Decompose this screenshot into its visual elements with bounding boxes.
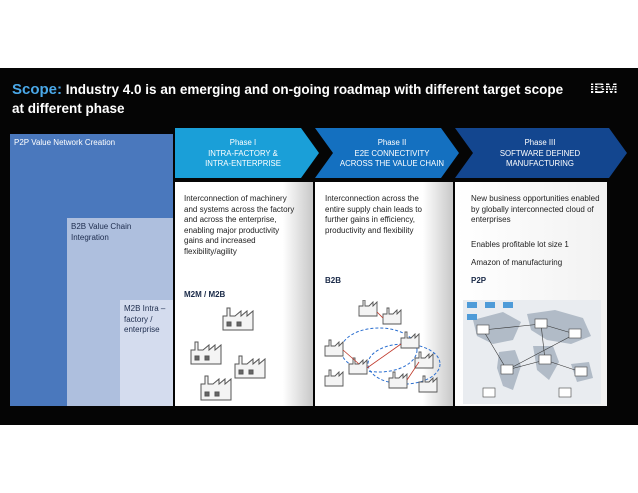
- phase-3-amazon: Amazon of manufacturing: [471, 258, 563, 267]
- global-network-icon: [463, 300, 601, 404]
- factory-icon: [358, 300, 378, 317]
- title-text: Industry 4.0 is an emerging and on-going…: [12, 82, 564, 116]
- ibm-logo: IBM: [590, 80, 632, 96]
- phase-2-line2: ACROSS THE VALUE CHAIN: [339, 159, 445, 168]
- phase-3-tag: P2P: [471, 276, 487, 285]
- m2b-level-block: [120, 300, 173, 406]
- phase-1-panel: Interconnection of machinery and systems…: [175, 182, 313, 406]
- m2b-level-label: M2B Intra – factory / enterprise: [124, 304, 166, 334]
- factory-icon: [222, 307, 254, 331]
- factory-icon: [324, 369, 344, 387]
- factory-icon: [400, 331, 420, 349]
- factory-icon: [200, 375, 232, 401]
- factory-icon: [324, 339, 344, 357]
- b2b-level-block: [67, 218, 173, 300]
- phase-3-line1: SOFTWARE DEFINED: [499, 148, 581, 158]
- factory-icon: [388, 371, 408, 389]
- phase-2-line1: E2E CONNECTIVITY: [354, 148, 430, 158]
- factory-icons: [190, 307, 266, 401]
- phase-1-tag: M2M / M2B: [184, 290, 226, 299]
- factory-icon: [382, 307, 402, 325]
- phase-1-line2: INTRA-ENTERPRISE: [205, 159, 281, 168]
- b2b-level-bar: [67, 300, 120, 406]
- factory-icon: [414, 351, 434, 369]
- phase-2-label: Phase II E2E CONNECTIVITY ACROSS THE VAL…: [327, 138, 457, 170]
- factory-icon: [418, 375, 438, 393]
- p2p-level-block: [10, 134, 173, 218]
- supply-chain-network-icon: [324, 300, 441, 393]
- phase-2-panel: Interconnection across the entire supply…: [315, 182, 453, 406]
- phase-2-tag: B2B: [325, 276, 342, 285]
- phase-1-name: Phase I: [229, 138, 257, 147]
- phase-3-panel: New business opportunities enabled by gl…: [455, 182, 607, 406]
- phase-1-description: Interconnection of machinery and systems…: [184, 194, 295, 256]
- factory-icon: [234, 355, 266, 379]
- phase-1-line1: INTRA-FACTORY &: [208, 148, 278, 158]
- phase-2-description: Interconnection across the entire supply…: [325, 194, 422, 235]
- phase-chevrons: [175, 128, 627, 178]
- factory-icon: [348, 357, 368, 375]
- phase-3-chevron: [455, 128, 627, 178]
- phase-3-lot-size: Enables profitable lot size 1: [471, 240, 569, 249]
- phase-2-name: Phase II: [377, 138, 407, 147]
- factory-icon: [190, 341, 222, 365]
- phase-2-chevron: [315, 128, 459, 178]
- phase-1-chevron: [175, 128, 319, 178]
- slide: Scope: Industry 4.0 is an emerging and o…: [0, 68, 638, 425]
- phase-3-name: Phase III: [524, 138, 556, 147]
- phase-3-label: Phase III SOFTWARE DEFINED MANUFACTURING: [470, 138, 610, 170]
- phase-1-label: Phase I INTRA-FACTORY & INTRA-ENTERPRISE: [180, 138, 306, 170]
- b2b-level-label: B2B Value Chain Integration: [71, 222, 132, 242]
- phase-3-line2: MANUFACTURING: [505, 159, 574, 168]
- slide-title: Scope: Industry 4.0 is an emerging and o…: [12, 80, 572, 118]
- title-scope-word: Scope:: [12, 81, 63, 98]
- phase-3-description: New business opportunities enabled by gl…: [471, 194, 600, 224]
- p2p-level-label: P2P Value Network Creation: [14, 138, 116, 147]
